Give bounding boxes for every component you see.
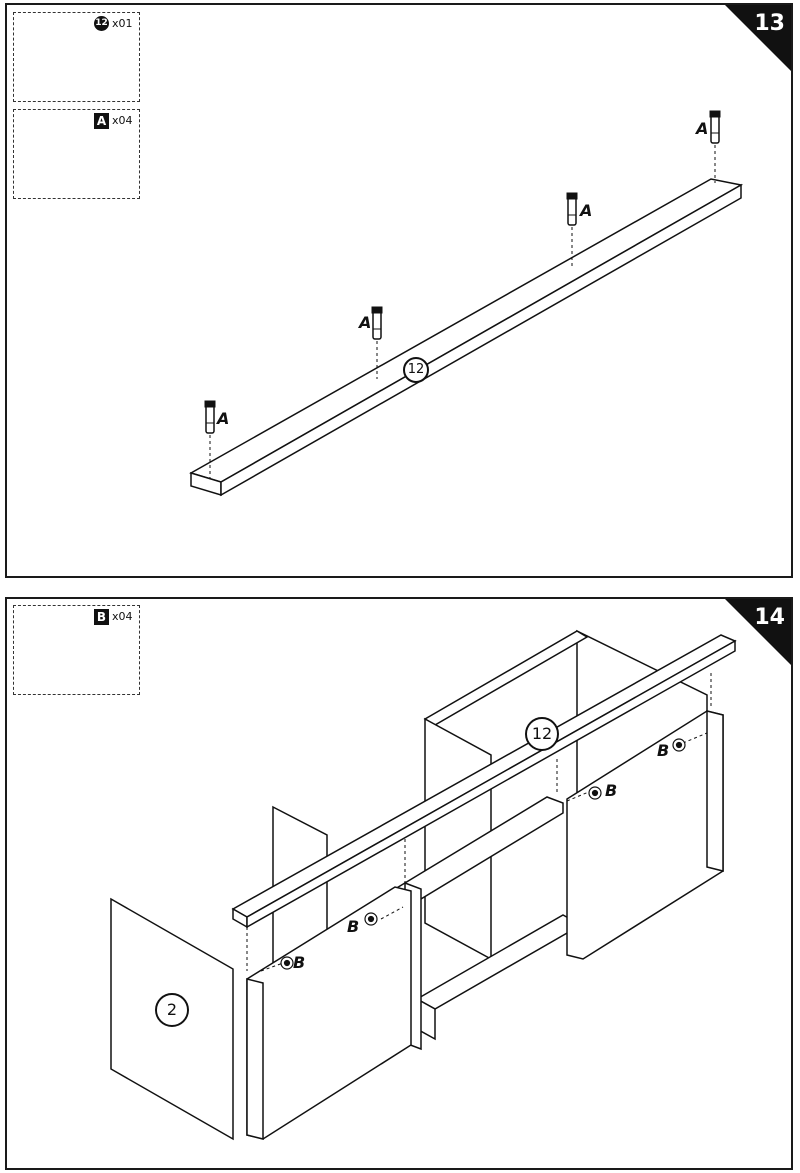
cam-lock-4 [672,738,686,752]
cam-bolt-1 [204,400,216,479]
cam-lock-3 [588,786,602,800]
part-id-badge: B [94,609,109,625]
cam-bolt-4 [709,110,721,183]
step-corner-badge [725,5,791,71]
part-id-badge: A [94,113,109,129]
cam-bolt-2 [371,306,383,379]
step-number: 14 [754,605,785,630]
guide-lines [246,673,712,972]
fastener-label: A [217,409,230,428]
fastener-label: A [580,201,593,220]
fastener-label: B [605,781,618,800]
fastener-label: A [696,119,709,138]
part-quantity: x04 [112,114,133,127]
fastener-label: B [293,953,306,972]
cam-lock-1 [280,956,294,970]
rail-board-12 [189,178,744,497]
step-14-panel: 14 B x04 B B B B 12 2 [5,597,793,1170]
fastener-label: B [347,917,360,936]
part-box-b: B x04 [13,605,140,695]
cam-lock-2 [364,912,378,926]
step-corner-badge [725,599,791,665]
part-box-12: 12 x01 [13,12,140,102]
part-box-a: A x04 [13,109,140,199]
fastener-label: B [657,741,670,760]
fastener-label: A [359,313,372,332]
cam-bolt-3 [566,192,578,267]
step-13-panel: 13 12 x01 A x04 A A A A 12 [5,3,793,578]
board-callout-12: 12 [525,717,559,751]
part-id-badge: 12 [94,16,109,31]
rail-board-12 [231,634,737,929]
step-number: 13 [754,11,785,36]
board-callout-12: 12 [403,357,429,383]
panel-callout-2: 2 [155,993,189,1027]
part-quantity: x01 [112,17,133,30]
part-quantity: x04 [112,610,133,623]
